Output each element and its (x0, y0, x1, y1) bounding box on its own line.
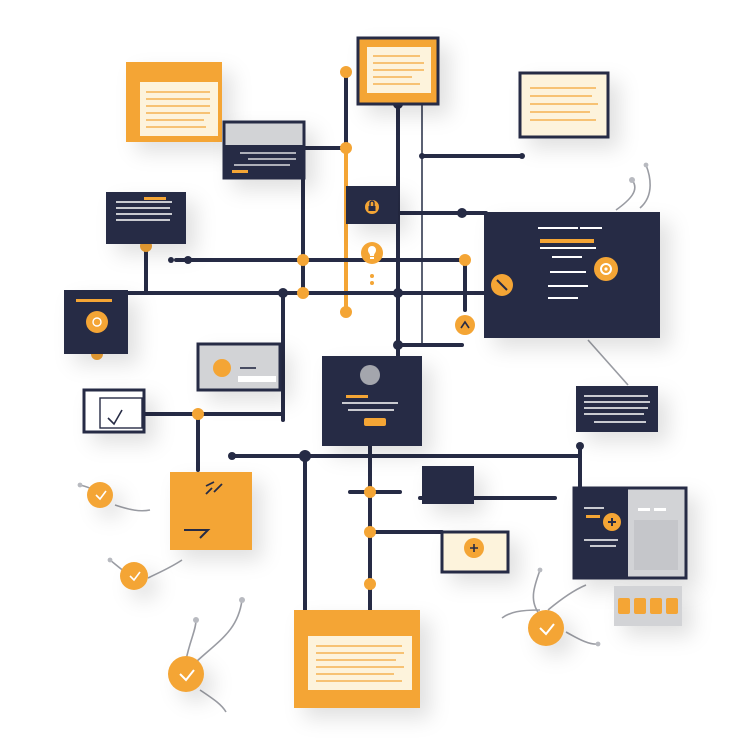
junction-dot (340, 142, 352, 154)
sidebar-window-right (572, 486, 688, 580)
text-lines (584, 395, 650, 423)
text-lines (316, 645, 404, 682)
bar-button[interactable] (666, 598, 678, 614)
junction-dot (340, 306, 352, 318)
check-icon (107, 409, 123, 426)
orange-document-card-top-center (356, 36, 440, 106)
wire-coin-4 (532, 569, 541, 616)
coin-icon (528, 610, 564, 646)
button-bar (614, 586, 682, 626)
plus-icon (608, 518, 616, 526)
wire-coin-4b (565, 631, 599, 645)
cream-window-top-right (518, 71, 610, 139)
junction-dot (364, 526, 376, 538)
junction-dot (393, 340, 403, 350)
gear-icon (600, 263, 612, 275)
text-lines (584, 507, 618, 547)
junction-dot (364, 486, 376, 498)
wire-top-right-2 (639, 164, 651, 209)
wire-coin-1b (114, 504, 151, 512)
bar-button[interactable] (618, 598, 630, 614)
orange-form-block (170, 472, 252, 550)
arrow-icon (184, 529, 211, 539)
navy-window-left (106, 192, 186, 244)
text-lines (538, 227, 602, 299)
coin-icon (120, 562, 148, 590)
junction-dot (340, 66, 352, 78)
text-lines (530, 87, 598, 121)
orange-document-card-top-left (126, 62, 222, 142)
navy-list-card-right (576, 386, 658, 432)
wire-coin-3 (185, 619, 197, 661)
coin-icons (87, 482, 564, 692)
lock-icon (368, 200, 376, 211)
junction-dot (364, 578, 376, 590)
wire-top-right (615, 179, 636, 211)
junction-dot (297, 254, 309, 266)
grey-window-mid-left (196, 342, 282, 392)
wire-coin-4d (501, 609, 541, 619)
junction-dot (519, 153, 525, 159)
junction-dot (228, 452, 236, 460)
bulb-node (361, 242, 383, 285)
junction-dot (576, 442, 584, 450)
wire-coin-3b (195, 599, 243, 663)
tag-icon (470, 544, 478, 552)
orange-document-card-bottom (294, 610, 420, 708)
target-icon (92, 317, 102, 327)
junction-dot (457, 208, 467, 218)
junction-dot (459, 254, 471, 266)
checkbox-card (82, 388, 146, 434)
junction-dot (278, 288, 288, 298)
coin-icon (87, 482, 113, 508)
wire-coin-3c (199, 689, 227, 713)
grey-window-card (222, 120, 306, 180)
junction-dot (419, 153, 425, 159)
tag-card (440, 530, 510, 574)
junction-dot (393, 288, 403, 298)
navy-block-small (422, 466, 474, 504)
edit-icon (460, 320, 470, 329)
bulb-icon (368, 246, 376, 259)
close-icon (496, 279, 508, 291)
lock-block (346, 186, 398, 224)
wire-ends (77, 162, 649, 647)
text-lines (146, 91, 210, 128)
dashboard-panel (484, 212, 660, 338)
avatar (360, 365, 380, 385)
text-lines (234, 152, 296, 166)
junction-dot (184, 256, 192, 264)
bar-button[interactable] (634, 598, 646, 614)
small-gear-node (455, 315, 475, 335)
pencil-icon (205, 481, 223, 495)
navy-card-left (64, 290, 128, 354)
junction-dot (168, 257, 174, 263)
wire-coin-4c (547, 584, 587, 611)
coin-icon (168, 656, 204, 692)
junction-dot (299, 450, 311, 462)
text-lines (116, 201, 172, 221)
wire-coin-2b (147, 559, 183, 579)
text-lines (373, 55, 424, 85)
bar-button[interactable] (650, 598, 662, 614)
text-lines (342, 402, 398, 411)
connector-lines (79, 70, 651, 713)
wire-dashboard (587, 339, 629, 386)
junction-dot (297, 287, 309, 299)
profile-action-button[interactable] (364, 418, 386, 426)
profile-card-center (322, 356, 422, 446)
junction-dot (192, 408, 204, 420)
